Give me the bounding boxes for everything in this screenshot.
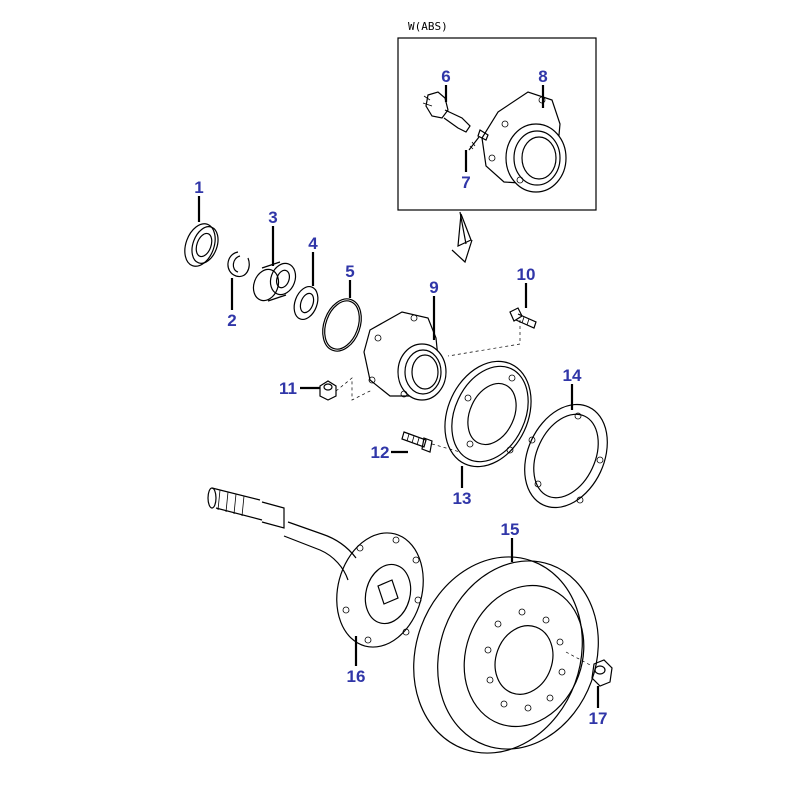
- callout-9: 9: [429, 278, 438, 297]
- callout-3: 3: [268, 208, 277, 227]
- bearing: [252, 261, 297, 302]
- axle-shaft: [207, 487, 424, 648]
- oil-seal: [184, 223, 219, 267]
- callout-6: 6: [441, 67, 450, 86]
- callout-7: 7: [461, 173, 470, 192]
- callout-8: 8: [538, 67, 547, 86]
- lug-nut: [591, 659, 613, 687]
- brake-disc: [413, 556, 599, 754]
- callout-2: 2: [227, 311, 236, 330]
- stud-12: [401, 431, 433, 453]
- callout-14: 14: [563, 366, 582, 385]
- inset-label: W(ABS): [408, 20, 448, 33]
- callout-12: 12: [371, 443, 390, 462]
- snap-ring: [227, 251, 250, 278]
- callout-1: 1: [194, 178, 203, 197]
- callout-13: 13: [453, 489, 472, 508]
- bolt-10: [509, 307, 537, 329]
- callout-10: 10: [517, 265, 536, 284]
- inset-frame: [397, 37, 597, 211]
- spacer-ring: [293, 285, 319, 321]
- backing-plate: [444, 360, 532, 468]
- callout-11: 11: [279, 379, 297, 398]
- inset-arrow: [451, 211, 473, 264]
- o-ring: [322, 298, 362, 352]
- callout-5: 5: [345, 262, 354, 281]
- callout-16: 16: [347, 667, 366, 686]
- hub-abs: [481, 91, 567, 193]
- axle-hub: [363, 311, 447, 401]
- abs-sensor: [422, 91, 471, 133]
- abs-inset: W(ABS): [397, 20, 597, 211]
- callout-15: 15: [501, 520, 520, 539]
- callout-4: 4: [308, 234, 318, 253]
- callout-17: 17: [589, 709, 608, 728]
- nut-11: [319, 380, 337, 401]
- gasket: [524, 403, 608, 509]
